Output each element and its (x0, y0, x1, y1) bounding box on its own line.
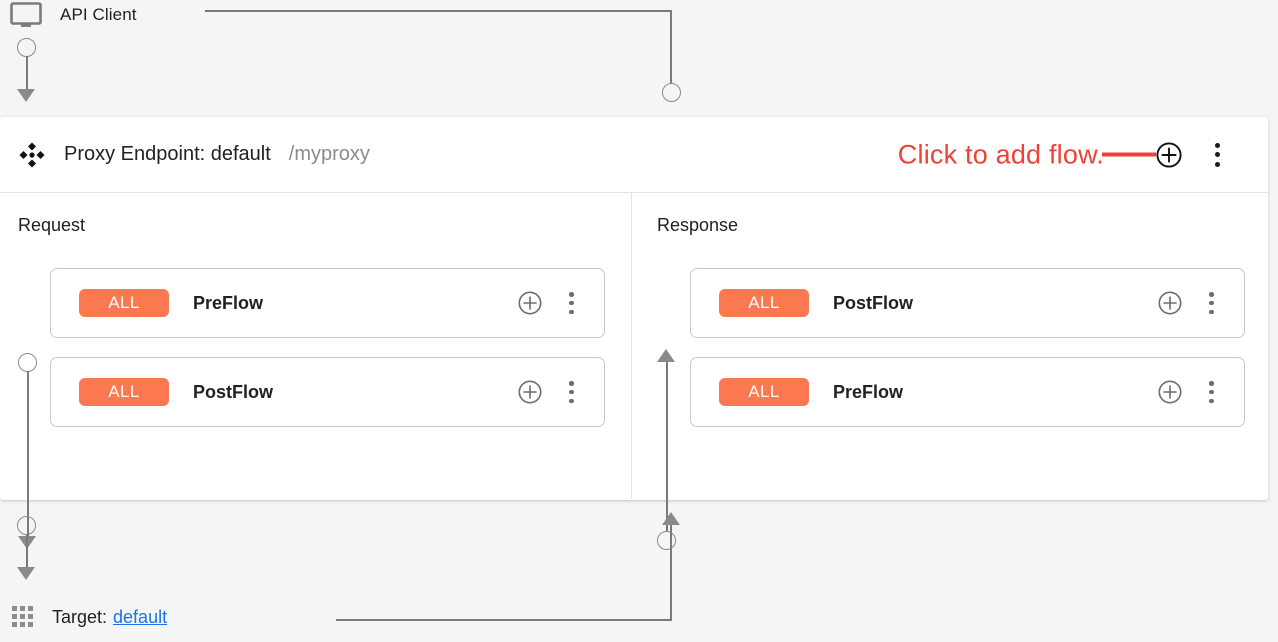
flow-row[interactable]: ALL PreFlow (50, 268, 605, 338)
target-response-path-vertical (670, 524, 672, 621)
add-flow-button[interactable] (1156, 141, 1182, 168)
flow-more-vert-icon[interactable] (569, 292, 574, 314)
grid-dot (20, 606, 25, 611)
menu-dot (1209, 292, 1214, 297)
client-request-connector-dot (17, 38, 36, 57)
move-drag-icon[interactable] (18, 141, 46, 169)
response-flow-connector-arrow (657, 349, 675, 362)
client-response-path-horizontal (205, 10, 672, 12)
apps-grid-icon (12, 606, 36, 628)
menu-dot (1214, 161, 1220, 167)
menu-dot (1209, 381, 1214, 386)
flow-condition-badge: ALL (719, 378, 809, 406)
menu-dot (1214, 152, 1220, 157)
grid-dot (20, 614, 25, 619)
add-step-button[interactable] (518, 291, 542, 315)
menu-dot (569, 398, 574, 403)
flow-more-vert-icon[interactable] (569, 381, 574, 403)
client-request-connector-arrow (17, 89, 35, 102)
request-flow-connector-line (26, 371, 29, 538)
menu-dot (1209, 389, 1214, 395)
grid-dot (28, 622, 33, 627)
response-flow-connector-line (665, 361, 668, 531)
response-flow-connector-dot (657, 531, 676, 550)
response-column-title: Response (657, 215, 739, 235)
flow-row[interactable]: ALL PostFlow (50, 357, 605, 427)
grid-dot (28, 614, 33, 619)
monitor-icon (10, 2, 42, 28)
flow-name: PreFlow (833, 381, 904, 402)
menu-dot (569, 300, 574, 306)
menu-dot (1214, 142, 1220, 148)
target-link[interactable]: default (113, 606, 168, 627)
request-column: Request ALL PreFlow (0, 193, 631, 549)
response-flow-list: ALL PostFlow (690, 268, 1245, 446)
grid-dot (28, 606, 33, 611)
add-step-button[interactable] (518, 380, 542, 404)
target-request-connector-arrow (17, 567, 35, 580)
flow-condition-badge: ALL (79, 289, 169, 317)
endpoint-more-vert-icon[interactable] (1214, 142, 1220, 167)
proxy-endpoint-header: Proxy Endpoint: default /myproxy Click t… (0, 117, 1268, 193)
flow-row[interactable]: ALL PostFlow (690, 268, 1245, 338)
target-request-connector-line (25, 534, 28, 569)
flow-row[interactable]: ALL PreFlow (690, 357, 1245, 427)
proxy-endpoint-title: Proxy Endpoint: default (64, 143, 271, 165)
proxy-endpoint-path: /myproxy (288, 143, 370, 165)
target-label: Target: (52, 606, 108, 627)
add-flow-annotation: Click to add flow. (898, 139, 1156, 170)
menu-dot (569, 292, 574, 297)
grid-dot (20, 622, 25, 627)
request-column-title: Request (18, 215, 86, 235)
response-column: Response ALL PostFlow (631, 193, 1268, 550)
target-request-connector-dot (17, 516, 36, 535)
grid-dot (12, 622, 17, 627)
target-node[interactable]: Target: default (12, 606, 167, 628)
target-response-path-arrow (662, 512, 680, 525)
client-request-connector-line (25, 56, 28, 91)
flow-name: PostFlow (833, 292, 913, 313)
menu-dot (569, 389, 574, 395)
menu-dot (569, 381, 574, 386)
grid-dot (12, 606, 17, 611)
request-flow-list: ALL PreFlow (50, 268, 605, 446)
api-client-label: API Client (60, 5, 137, 24)
request-flow-connector-dot (18, 353, 37, 372)
menu-dot (1209, 398, 1214, 403)
proxy-endpoint-card: Proxy Endpoint: default /myproxy Click t… (0, 117, 1268, 550)
flow-columns: Request ALL PreFlow (0, 193, 1268, 550)
flow-name: PreFlow (193, 292, 264, 313)
client-response-connector-dot (662, 83, 681, 102)
add-flow-annotation-text: Click to add flow. (897, 139, 1104, 169)
menu-dot (1209, 309, 1214, 314)
add-step-button[interactable] (1158, 291, 1182, 315)
flow-more-vert-icon[interactable] (1209, 381, 1214, 403)
menu-dot (1209, 300, 1214, 306)
menu-dot (569, 309, 574, 314)
target-response-path-horizontal (336, 619, 672, 621)
api-client-node[interactable]: API Client (10, 2, 137, 28)
flow-name: PostFlow (193, 381, 273, 402)
client-response-path-vertical (670, 10, 672, 83)
flow-more-vert-icon[interactable] (1209, 292, 1214, 314)
annotation-pointer-line (1102, 152, 1156, 157)
grid-dot (12, 614, 17, 619)
flow-condition-badge: ALL (719, 289, 809, 317)
flow-condition-badge: ALL (79, 378, 169, 406)
add-step-button[interactable] (1158, 380, 1182, 404)
